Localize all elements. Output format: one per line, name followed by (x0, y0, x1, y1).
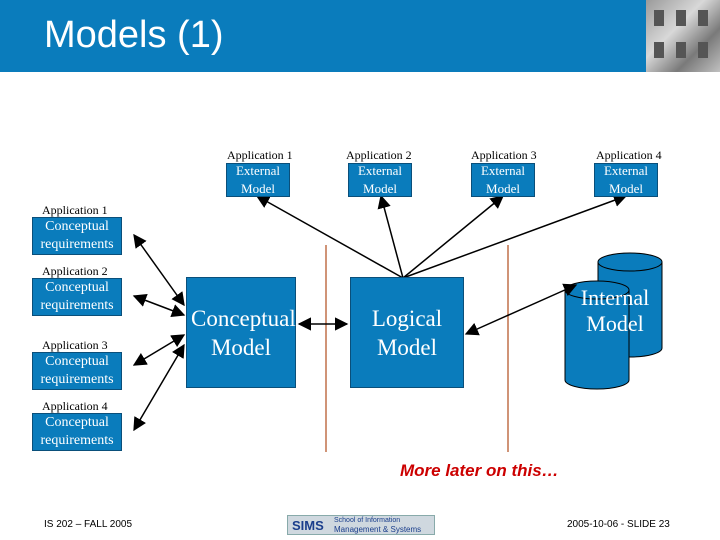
requirements-box-2: Conceptual requirements (32, 278, 122, 316)
internal-model-cylinder-front (564, 280, 630, 390)
photo-detail (676, 10, 686, 26)
logical-model-box: Logical Model (350, 277, 464, 388)
external-model-box-1: External Model (226, 163, 290, 197)
photo-detail (676, 42, 686, 58)
photo-detail (654, 42, 664, 58)
logo-line-2: Management & Systems (334, 525, 422, 534)
req-arrow (132, 294, 186, 317)
external-model-box-2: External Model (348, 163, 412, 197)
model-arrow (464, 283, 578, 336)
footer-course: IS 202 – FALL 2005 (44, 519, 133, 530)
requirements-text: Conceptual requirements (40, 280, 114, 313)
external-model-box-4: External Model (594, 163, 658, 197)
req-arrow (132, 334, 186, 366)
requirements-text: Conceptual requirements (40, 354, 114, 387)
more-later-note: More later on this… (400, 461, 559, 480)
requirements-text: Conceptual requirements (40, 219, 114, 252)
logo-line-1: School of Information (334, 517, 401, 524)
external-model-text: External Model (603, 163, 649, 196)
slide-title: Models (1) (44, 14, 224, 56)
sims-logo: SIMS School of Information Management & … (287, 515, 435, 535)
requirements-box-3: Conceptual requirements (32, 352, 122, 390)
photo-detail (698, 42, 708, 58)
external-model-text: External Model (357, 163, 403, 196)
footer-slide-number: 2005-10-06 - SLIDE 23 (567, 519, 670, 530)
app-label-2: Application 2 (346, 148, 412, 162)
req-arrow (133, 343, 185, 432)
photo-detail (654, 10, 664, 26)
external-arrow (255, 195, 404, 279)
external-arrow (402, 195, 505, 279)
requirements-box-1: Conceptual requirements (32, 217, 122, 255)
app-label-3: Application 3 (471, 148, 537, 162)
external-arrow (402, 193, 628, 279)
building-photo (646, 0, 720, 72)
req-app-label-4: Application 4 (42, 399, 108, 413)
req-app-label-3: Application 3 (42, 338, 108, 352)
internal-model-text: Internal Model (580, 285, 650, 336)
requirements-box-4: Conceptual requirements (32, 413, 122, 451)
title-bar (0, 0, 720, 72)
requirements-text: Conceptual requirements (40, 415, 114, 448)
logical-model-text: Logical Model (371, 305, 443, 360)
external-model-text: External Model (235, 163, 281, 196)
conceptual-model-text: Conceptual Model (191, 305, 296, 360)
logo-main: SIMS (292, 518, 324, 533)
conceptual-model-box: Conceptual Model (186, 277, 296, 388)
req-arrow (133, 233, 185, 307)
req-app-label-2: Application 2 (42, 264, 108, 278)
external-model-text: External Model (480, 163, 526, 196)
external-model-box-3: External Model (471, 163, 535, 197)
external-arrow (377, 194, 404, 279)
photo-detail (698, 10, 708, 26)
req-app-label-1: Application 1 (42, 203, 108, 217)
app-label-4: Application 4 (596, 148, 662, 162)
app-label-1: Application 1 (227, 148, 293, 162)
